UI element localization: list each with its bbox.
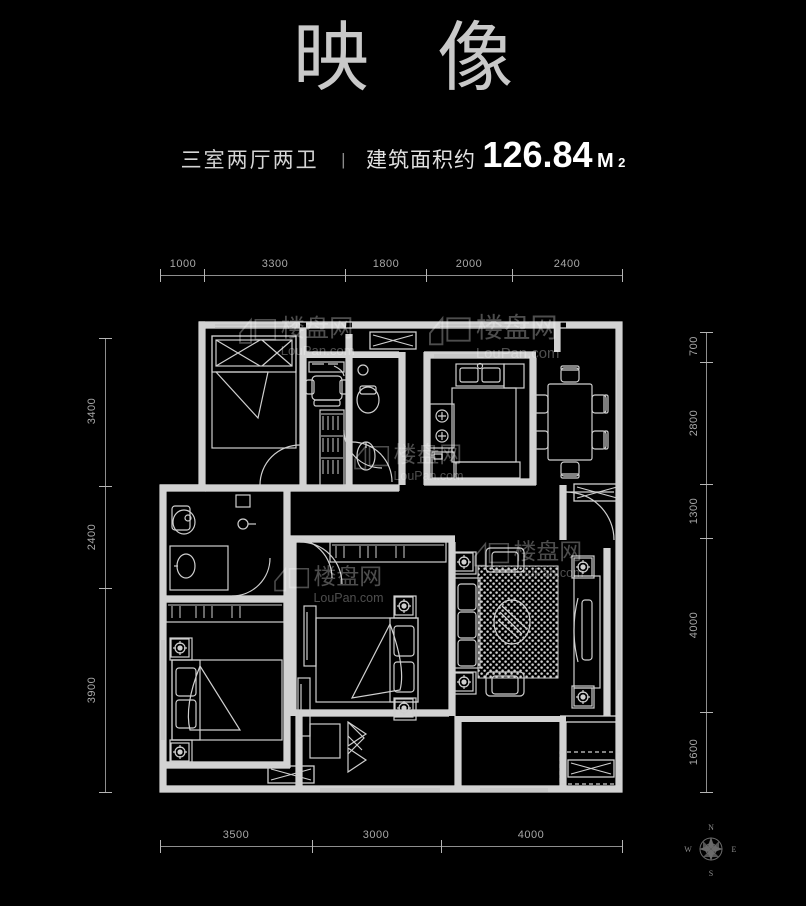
svg-text:LouPan.com: LouPan.com <box>281 343 355 358</box>
top-dimension-label-1: 3300 <box>261 258 289 270</box>
top-dimension-line <box>160 275 622 276</box>
top-dimension-label-4: 2400 <box>553 258 581 270</box>
bottom-dimension-label-1: 3000 <box>362 829 390 841</box>
subtitle-divider: | <box>341 150 346 169</box>
svg-text:LouPan.com: LouPan.com <box>313 591 383 605</box>
svg-text:楼盘网: 楼盘网 <box>281 314 354 342</box>
svg-text:LouPan.com: LouPan.com <box>513 566 583 580</box>
left-dimension-tick <box>99 486 112 487</box>
bottom-dimension-tick <box>160 840 161 853</box>
bottom-dimension-tick <box>312 840 313 853</box>
compass-east-label: E <box>732 845 737 854</box>
area-unit: M <box>596 150 614 172</box>
bottom-dimension-tick <box>441 840 442 853</box>
right-dimension-tick <box>700 332 713 333</box>
right-dimension-line <box>706 332 707 792</box>
svg-text:楼盘网: 楼盘网 <box>513 539 582 565</box>
top-dimension-tick <box>426 269 427 282</box>
page-title: 映 像 <box>292 13 536 102</box>
svg-text:LouPan.com: LouPan.com <box>476 346 560 362</box>
compass-north-label: N <box>708 823 714 832</box>
top-dimension-tick <box>622 269 623 282</box>
top-dimension-tick <box>345 269 346 282</box>
left-dimension-line <box>105 338 106 792</box>
compass-west-label: W <box>684 845 692 854</box>
bottom-dimension-tick <box>622 840 623 853</box>
watermark: 楼盘网 LouPan.com <box>429 313 560 362</box>
bottom-dimension-label-0: 3500 <box>222 829 250 841</box>
svg-text:楼盘网: 楼盘网 <box>393 442 462 468</box>
room-spec-label: 三室两厅两卫 <box>180 149 319 172</box>
watermark: 楼盘网 LouPan.com <box>354 442 463 483</box>
left-dimension-tick <box>99 338 112 339</box>
bottom-dimension-label-2: 4000 <box>517 829 545 841</box>
top-dimension-label-2: 1800 <box>372 258 400 270</box>
svg-text:LouPan.com: LouPan.com <box>393 469 463 483</box>
header-subtitle: 三室两厅两卫 | 建筑面积约 126.84 M 2 <box>0 134 806 176</box>
right-dimension-tick <box>700 712 713 713</box>
right-dimension-tick <box>700 484 713 485</box>
compass-south-label: S <box>709 869 713 878</box>
right-dimension-tick <box>700 362 713 363</box>
top-dimension-tick <box>512 269 513 282</box>
bottom-dimension-line <box>160 846 622 847</box>
top-dimension-label-0: 1000 <box>169 258 197 270</box>
left-dimension-tick <box>99 792 112 793</box>
svg-text:楼盘网: 楼盘网 <box>476 313 558 344</box>
watermark: 楼盘网 LouPan.com <box>274 564 383 605</box>
area-value: 126.84 <box>482 134 593 175</box>
right-dimension-tick <box>700 792 713 793</box>
top-dimension-tick <box>204 269 205 282</box>
svg-text:楼盘网: 楼盘网 <box>313 564 382 590</box>
right-dimension-tick <box>700 538 713 539</box>
compass-rose-icon: N S W E <box>684 823 737 878</box>
watermark: 楼盘网 LouPan.com <box>474 539 583 580</box>
top-dimension-tick <box>160 269 161 282</box>
area-label: 建筑面积约 <box>365 149 476 172</box>
area-unit-exponent: 2 <box>618 155 626 170</box>
watermark: 楼盘网 LouPan.com <box>239 314 355 358</box>
top-dimension-label-3: 2000 <box>455 258 483 270</box>
left-dimension-tick <box>99 588 112 589</box>
